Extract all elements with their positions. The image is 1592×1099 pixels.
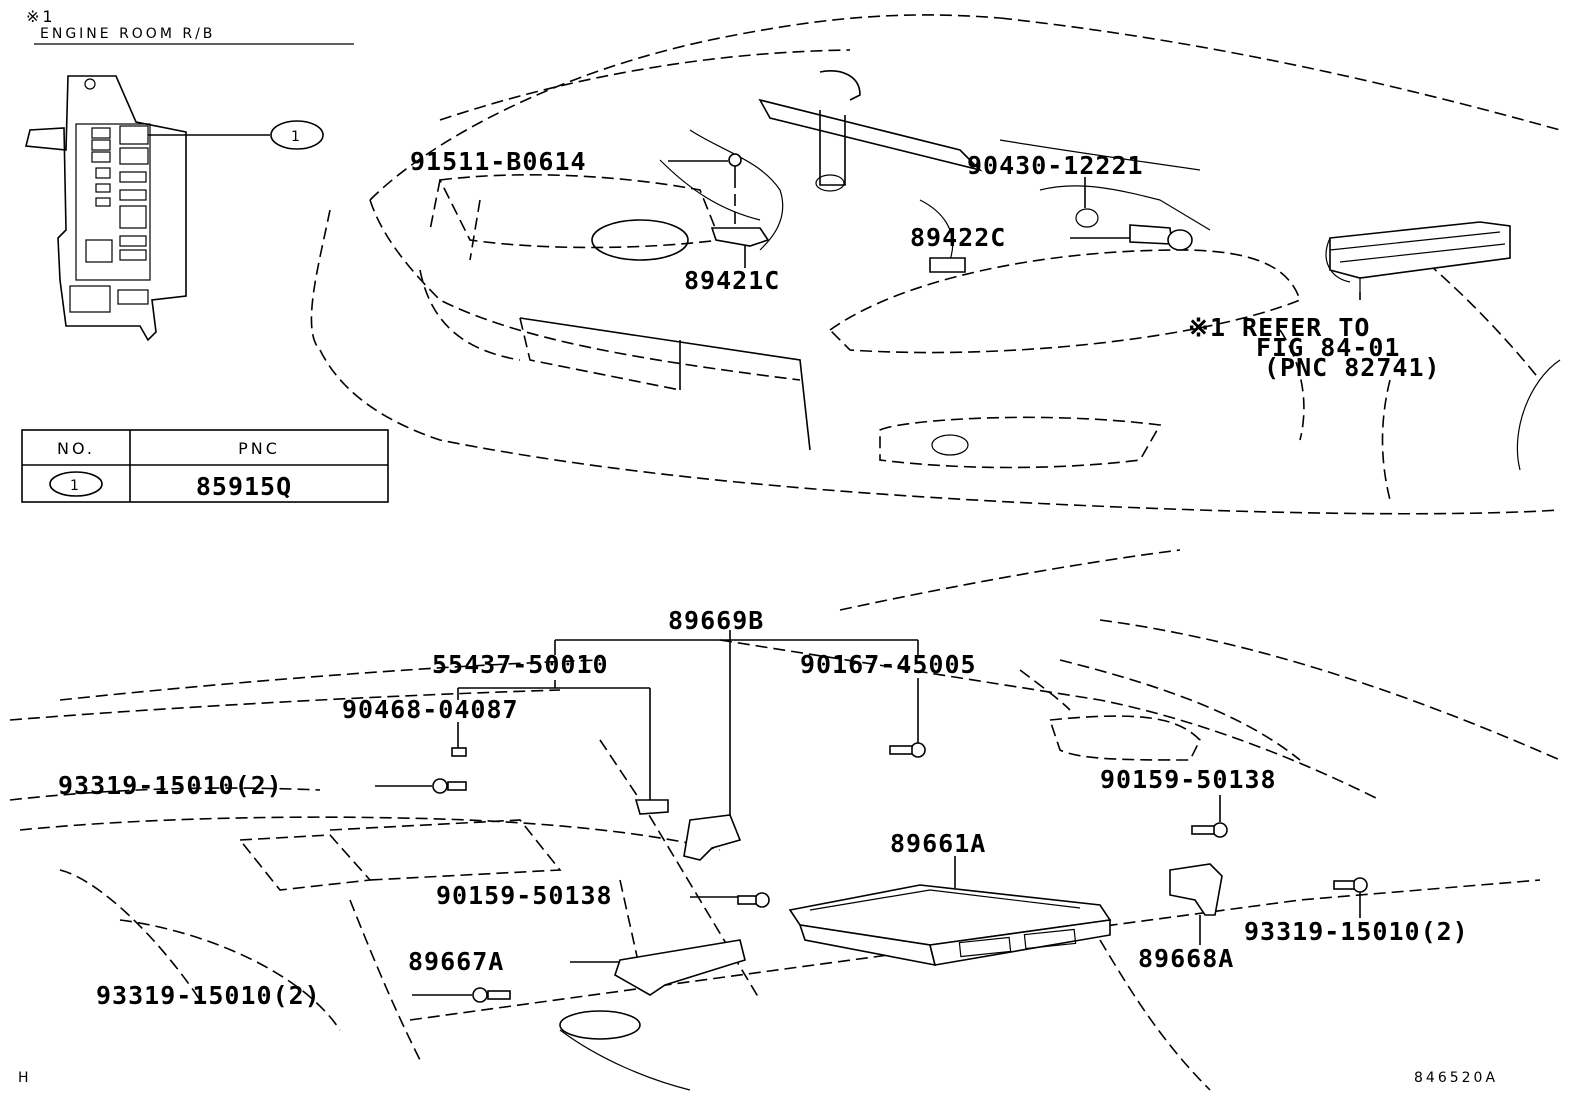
part-55437-50010-label: 55437-50010 (432, 650, 609, 679)
refer-note-line-1: ※1 REFER TO (1188, 313, 1370, 342)
pnc-table-header-pnc: PNC (238, 439, 280, 458)
part-89669b-label: 89669B (668, 606, 764, 635)
part-89422c-label: 89422C (910, 223, 1006, 252)
relay-block-icon (24, 75, 187, 342)
pnc-table-row-no: 1 (70, 478, 82, 494)
engine-room-ref-mark: ※1 (26, 7, 56, 26)
pnc-table-header-no: NO. (57, 439, 95, 458)
engine-room-relay-block-inset: ※1 ENGINE ROOM R/B 1 (24, 7, 354, 342)
part-89661a-label: 89661A (890, 829, 986, 858)
refer-note-line-3: (PNC 82741) (1264, 353, 1441, 382)
part-93319-15010-label-b: 93319-15010(2) (96, 981, 321, 1010)
vehicle-dash-illustration (9, 549, 1561, 1091)
part-89668a-label: 89668A (1138, 944, 1234, 973)
part-90468-04087-label: 90468-04087 (342, 695, 519, 724)
vehicle-front-illustration (310, 14, 1561, 515)
part-93319-15010-label-c: 93319-15010(2) (1244, 917, 1469, 946)
figure-id: 846520A (1414, 1070, 1498, 1086)
bottom-leaders (375, 630, 1361, 996)
top-leaders (668, 160, 1361, 300)
refer-note: ※1 REFER TO FIG 84-01 (PNC 82741) (1188, 313, 1441, 382)
part-90159-50138-label-b: 90159-50138 (436, 881, 613, 910)
pnc-table: NO. PNC 1 85915Q (21, 429, 389, 503)
part-90159-50138-label-a: 90159-50138 (1100, 765, 1277, 794)
part-93319-15010-label-a: 93319-15010(2) (58, 771, 283, 800)
callout-1-circle: 1 (270, 120, 324, 150)
callout-1-label: 1 (291, 129, 303, 145)
part-90430-12221-label: 90430-12221 (967, 151, 1144, 180)
part-89667a-label: 89667A (408, 947, 504, 976)
part-89421c-label: 89421C (684, 266, 780, 295)
part-90167-45005-label: 90167-45005 (800, 650, 977, 679)
refer-note-line-2: FIG 84-01 (1256, 333, 1400, 362)
part-91511-b0614-label: 91511-B0614 (410, 147, 587, 176)
footer-left-mark: H (18, 1070, 32, 1086)
engine-room-title: ENGINE ROOM R/B (40, 26, 215, 42)
pnc-table-row-pnc: 85915Q (196, 472, 292, 501)
